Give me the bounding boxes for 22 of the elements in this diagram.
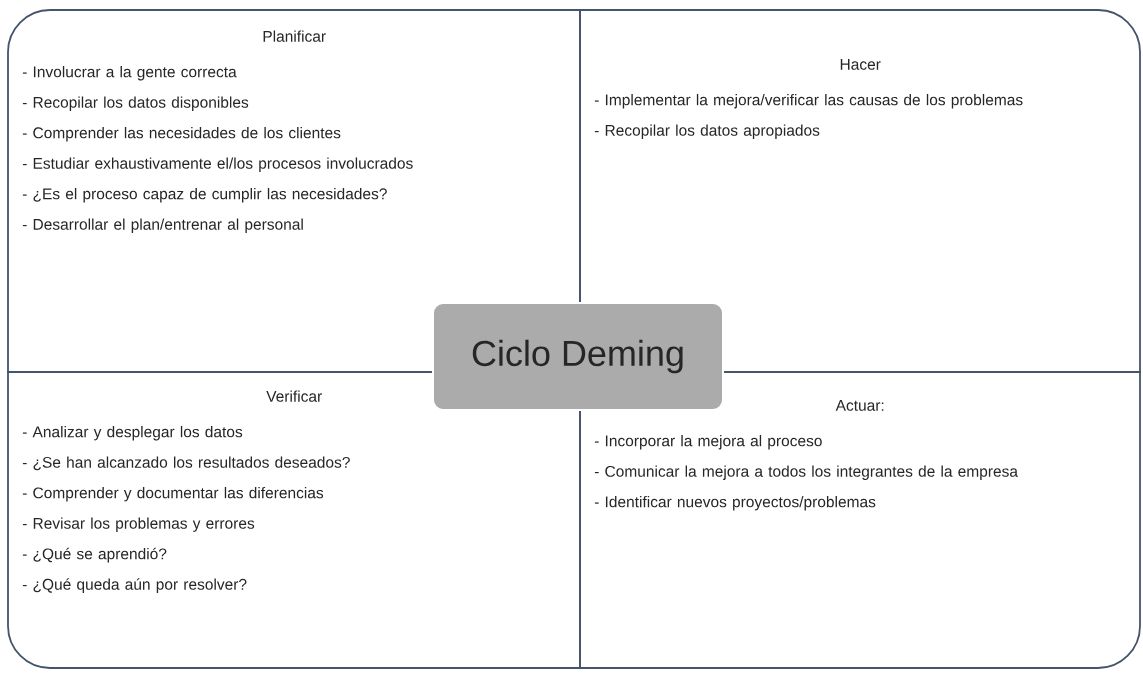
- list-item: - Implementar la mejora/verificar las causas de los problemas: [594, 93, 1023, 109]
- list-item: - ¿Qué queda aún por resolver?: [22, 578, 247, 593]
- list-item: - Revisar los problemas y errores: [22, 517, 255, 532]
- list-item: - ¿Es el proceso capaz de cumplir las necesidades?: [22, 187, 387, 203]
- title-box: Ciclo Deming: [432, 302, 724, 411]
- list-item: - ¿Se han alcanzado los resultados deseados?: [22, 456, 350, 471]
- list-item: - Comunicar la mejora a todos los integrantes de la empresa: [594, 465, 1018, 480]
- panel-heading: Verificar: [266, 390, 322, 402]
- list-item: - Comprender y documentar las diferencias: [22, 486, 324, 502]
- list-item: - Analizar y desplegar los datos: [22, 425, 243, 441]
- list-item: - Desarrollar el plan/entrenar al personal: [22, 218, 303, 233]
- list-item: - Incorporar la mejora al proceso: [594, 434, 822, 450]
- panel-heading: Hacer: [840, 59, 881, 70]
- list-item: - Recopilar los datos apropiados: [594, 124, 820, 139]
- list-item: - Comprender las necesidades de los clientes: [22, 126, 341, 142]
- panel-heading: Planificar: [263, 30, 326, 42]
- list-item: - Identificar nuevos proyectos/problemas: [594, 495, 876, 511]
- list-item: - ¿Qué se aprendió?: [22, 547, 167, 563]
- list-item: - Involucrar a la gente correcta: [22, 65, 237, 81]
- list-item: - Estudiar exhaustivamente el/los procesos involucrados: [22, 157, 413, 172]
- panel-heading: Actuar:: [835, 400, 884, 411]
- list-item: - Recopilar los datos disponibles: [22, 96, 249, 111]
